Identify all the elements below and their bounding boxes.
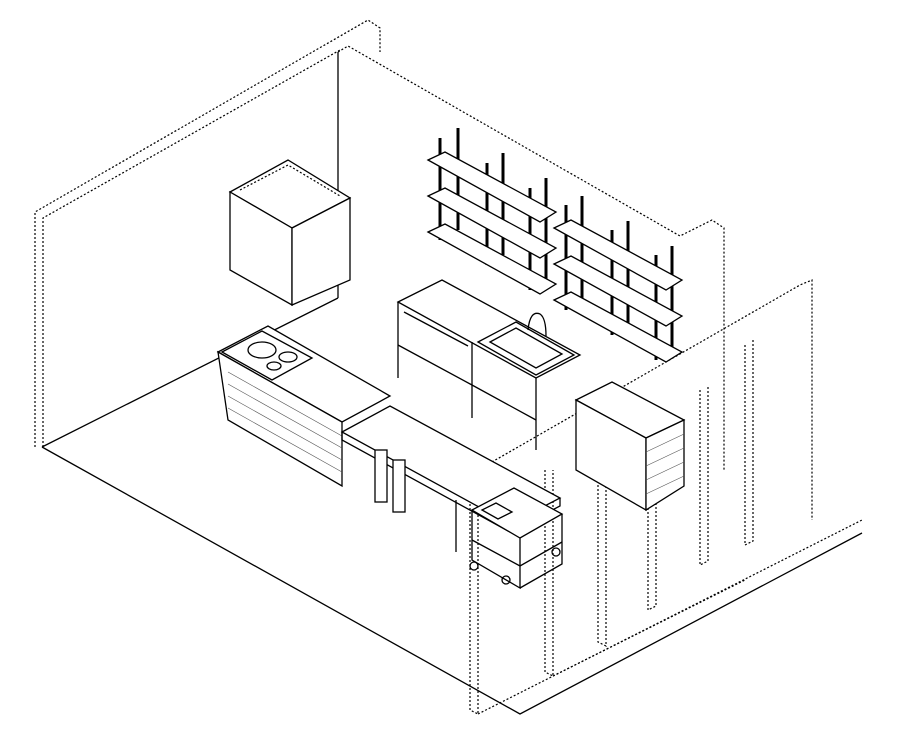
rolling-cart	[469, 487, 564, 590]
right-cabinet	[574, 381, 686, 512]
back-counter	[396, 279, 582, 450]
shelf-unit-left	[426, 128, 558, 295]
cooktop	[220, 330, 314, 381]
cooktop-island	[216, 325, 392, 488]
wall-shelves	[426, 128, 684, 363]
floor	[41, 52, 863, 715]
dotted-walls	[34, 19, 863, 715]
fridge	[228, 159, 352, 307]
shelf-unit-right	[552, 196, 684, 363]
faucet	[527, 312, 547, 337]
